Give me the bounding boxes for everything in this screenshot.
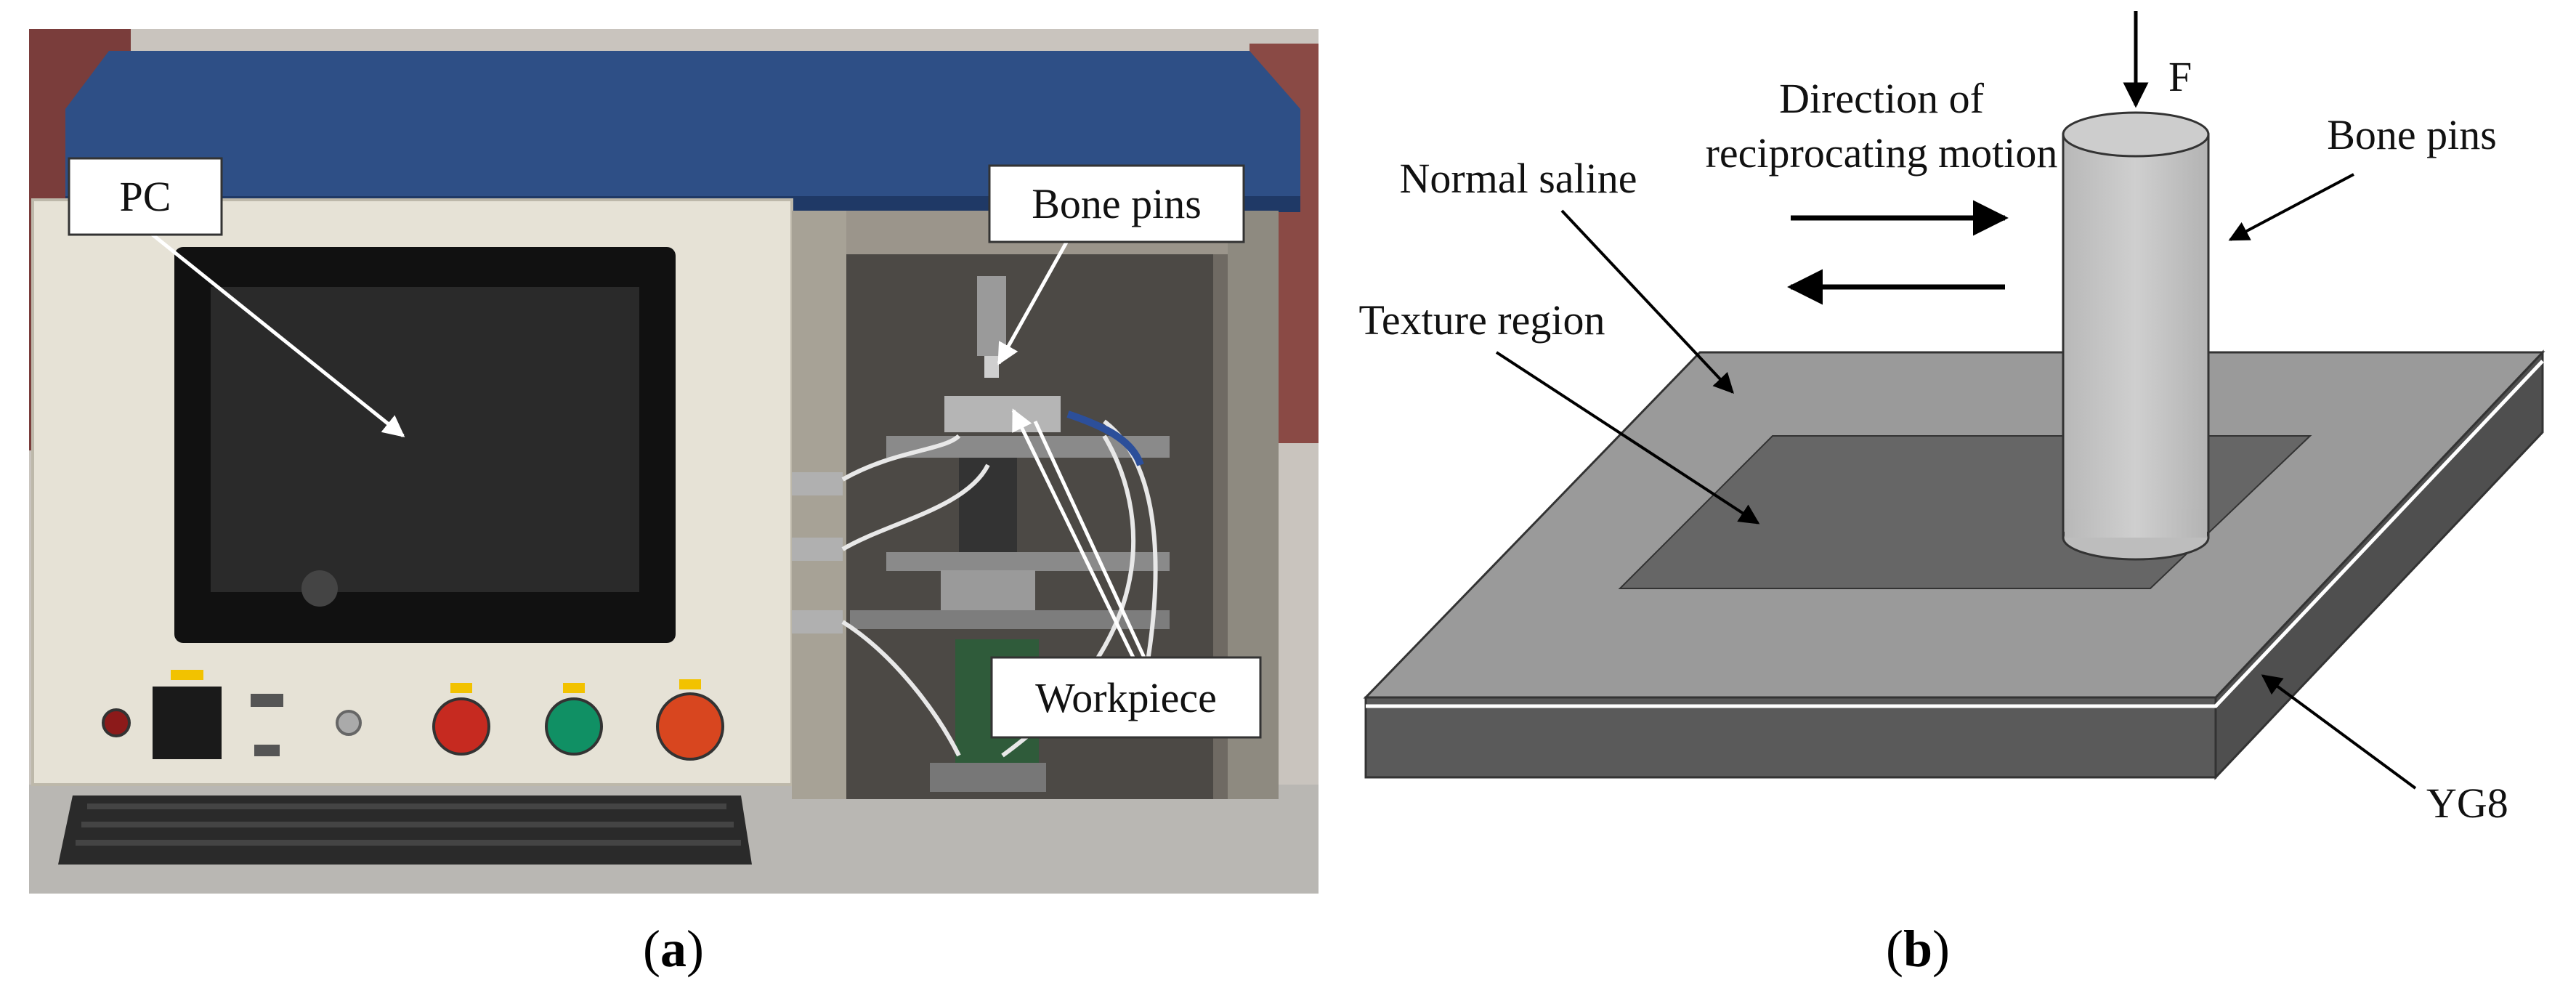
emergency-stop: [656, 692, 724, 761]
pin-holder: [984, 356, 999, 378]
red-button: [432, 697, 490, 756]
yg8-leader: [2261, 674, 2417, 790]
workpiece-label-box: [990, 656, 1262, 739]
cables: [841, 419, 1158, 758]
texture-region-label: Texture region: [1359, 296, 1605, 344]
pc-label-box: [68, 157, 223, 236]
pc-arrow: [144, 227, 405, 437]
red-button-tag: [450, 683, 472, 693]
base-plate: [930, 763, 1046, 792]
caption-b: (b): [1886, 920, 1950, 978]
connector-2: [792, 538, 843, 561]
normal-saline-label: Normal saline: [1400, 155, 1637, 202]
yg8-label: YG8: [2426, 780, 2508, 827]
force-label: F: [2168, 53, 2192, 100]
workpiece-label: Workpiece: [1035, 674, 1217, 721]
temperature-controller: [153, 687, 222, 759]
bone-pin-top: [2062, 111, 2210, 158]
chamber-left-wall: [792, 211, 846, 799]
usb-port: [254, 745, 280, 756]
direction-label-line2: reciprocating motion: [1706, 129, 2058, 177]
keyboard: [58, 795, 752, 865]
screen-reflection: [301, 570, 338, 607]
caption-a-close: ): [686, 920, 704, 978]
bone-pin-body-cover: [2065, 509, 2207, 538]
bone-pins-label-a: Bone pins: [1032, 180, 1202, 227]
workpiece-arrow-1: [1011, 408, 1135, 659]
texture-region-leader: [1495, 351, 1760, 525]
plate-front-face: [1364, 696, 2217, 779]
stage-middle: [886, 552, 1170, 571]
panel-b-schematic: F Direction of reciprocating motion Bone…: [1359, 11, 2545, 827]
spindle: [977, 276, 1006, 356]
bone-pin-body: [2062, 133, 2210, 539]
bone-pins-label-b: Bone pins: [2327, 111, 2497, 158]
panel-a-photo: PC Bone pins Workpiece: [29, 29, 1319, 894]
spring: [959, 458, 1017, 552]
plate-edge-highlight: [1366, 360, 2544, 708]
caption-a-letter: a: [660, 920, 686, 978]
load-cell: [941, 570, 1035, 610]
caption-a-open: (: [643, 920, 660, 978]
direction-label-line1: Direction of: [1779, 75, 1985, 122]
connector-3: [792, 610, 843, 633]
key-switch: [336, 710, 362, 736]
connector-1: [792, 472, 843, 495]
caption-b-letter: b: [1903, 920, 1932, 978]
caption-a: (a): [643, 920, 704, 978]
caption-b-close: ): [1932, 920, 1950, 978]
blue-cable: [1066, 410, 1144, 466]
serial-port: [251, 694, 283, 707]
green-button-tag: [563, 683, 585, 693]
bone-pins-leader: [2228, 173, 2354, 241]
workpiece-arrow-2: [1033, 420, 1146, 659]
green-button: [545, 697, 603, 756]
bone-pins-arrow: [997, 238, 1070, 365]
bone-pins-label-box-a: [988, 164, 1245, 243]
power-indicator: [102, 708, 131, 737]
caption-b-open: (: [1886, 920, 1903, 978]
keyboard-keys: [76, 803, 741, 846]
emergency-stop-tag: [679, 679, 701, 689]
workpiece-block: [944, 396, 1061, 432]
normal-saline-leader: [1560, 209, 1734, 394]
pc-label: PC: [120, 173, 171, 220]
controller-tag: [171, 670, 203, 680]
